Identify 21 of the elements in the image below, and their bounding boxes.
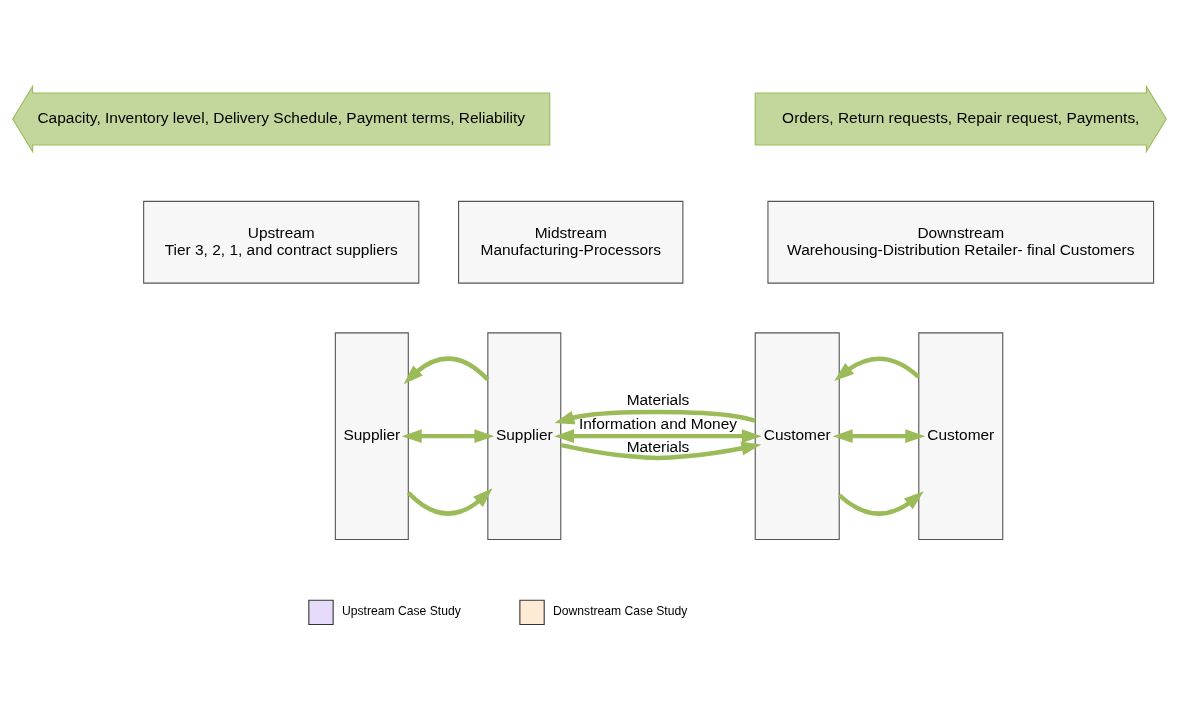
legend-label: Upstream Case Study	[341, 604, 461, 619]
node-box: Upstream Tier 3, 2, 1, and contract suppliers	[143, 200, 420, 284]
arrow	[837, 491, 924, 516]
edge-label: Materials	[626, 391, 690, 409]
arrow	[401, 429, 495, 444]
node-box: Supplier	[334, 332, 409, 540]
legend-label: Downstream Case Study	[553, 604, 688, 619]
arrow	[406, 488, 493, 516]
edge-label: Materials	[626, 437, 690, 455]
node-box: Customer	[754, 332, 840, 540]
arrow	[554, 429, 762, 444]
node-box: Downstream Warehousing-Distribution Retailer- final Customers	[767, 200, 1155, 284]
node-box: Customer	[918, 332, 1004, 540]
arrow	[832, 429, 926, 444]
arrow	[834, 356, 920, 382]
arrow	[554, 409, 756, 425]
arrow	[560, 441, 762, 461]
edge-label: Information and Money	[578, 414, 738, 432]
node-box: Supplier	[487, 332, 562, 540]
arrow	[403, 356, 490, 385]
node-box: Midstream Manufacturing-Processors	[458, 200, 684, 284]
